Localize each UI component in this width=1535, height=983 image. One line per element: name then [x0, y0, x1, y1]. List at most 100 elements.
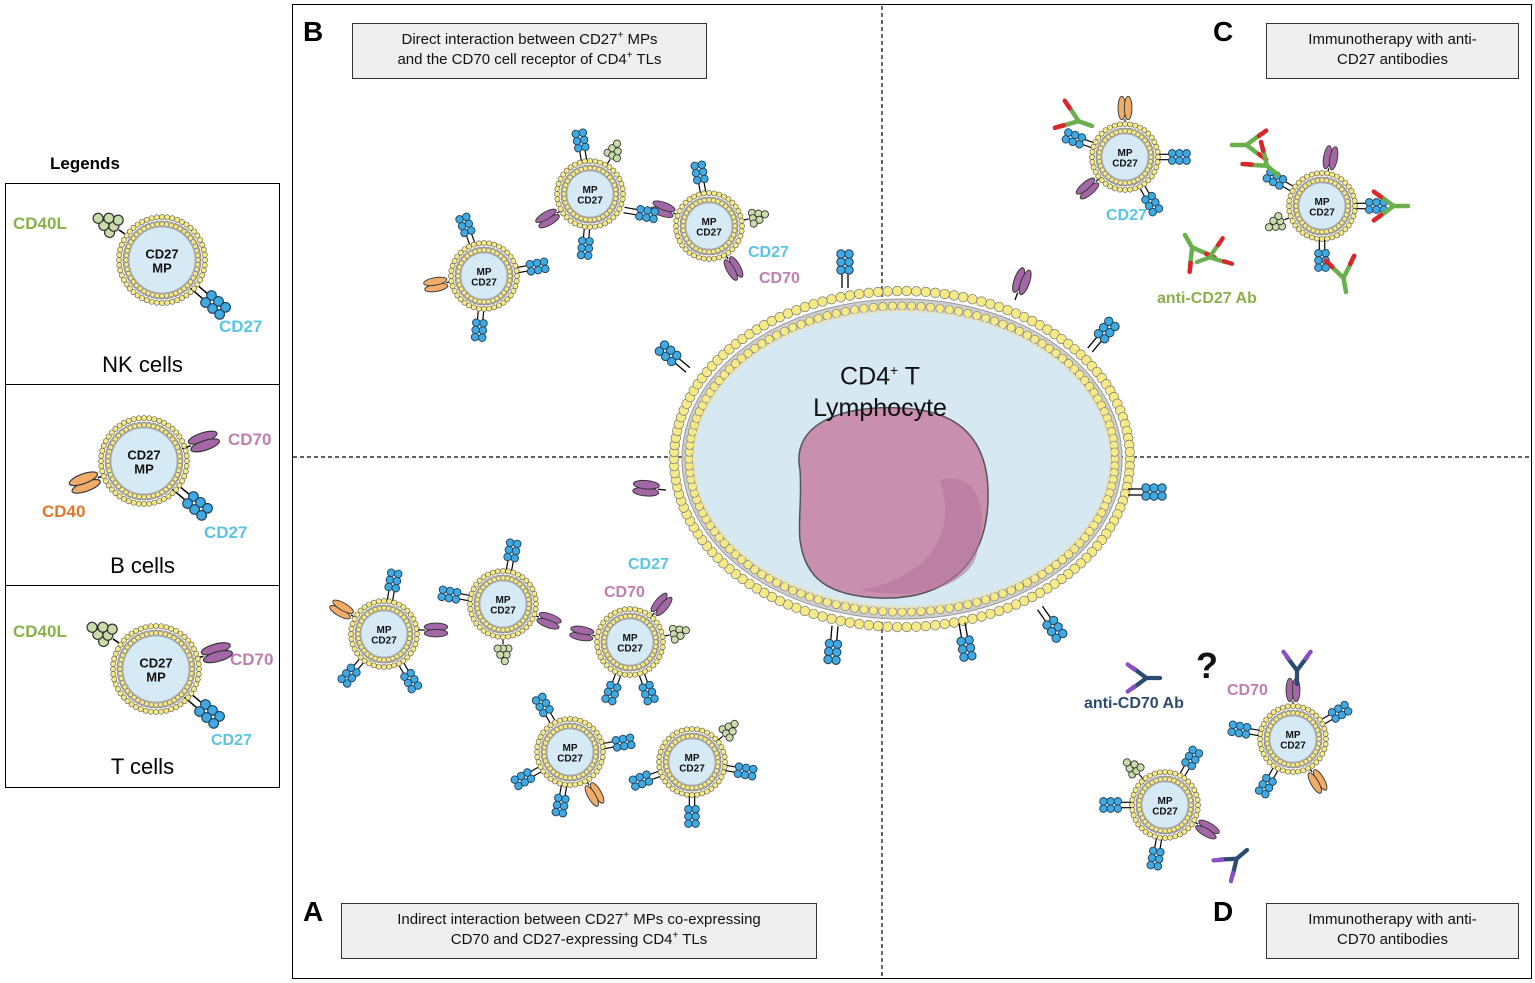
mp-label-line1: MP [685, 753, 700, 764]
mp-label-line1: MP [477, 267, 492, 278]
cd40l-receptor [739, 208, 769, 228]
panel-letter-b: B [303, 16, 324, 47]
cd40l-receptor [603, 139, 622, 168]
cd27-receptor [690, 160, 709, 197]
caption-b-l2-sup: + [626, 50, 633, 61]
mp-label-line1: MP [1315, 197, 1330, 208]
cd27-receptor [601, 670, 623, 706]
cd70-receptor [1075, 176, 1102, 200]
legend-title: Legends [50, 154, 120, 173]
caption-c-l2: CD27 antibodies [1337, 51, 1448, 68]
cd27-receptor [684, 793, 700, 828]
mp-label-line1: CD27 [139, 655, 172, 670]
cd27-receptor [1254, 764, 1281, 799]
mp-label-line2: CD27 [1152, 807, 1178, 818]
cd70-receptor [1012, 267, 1032, 301]
cd27-receptor [1037, 605, 1068, 643]
caption-panel-b: Direct interaction between CD27+ MPs and… [352, 23, 707, 79]
caption-a-l1-post: MPs co-expressing [629, 911, 761, 928]
cd70-receptor [649, 592, 673, 619]
anti-cd27-antibody [1240, 139, 1281, 178]
panel-d-question-mark: ? [1196, 645, 1218, 686]
cd27-receptor [551, 781, 570, 818]
cd40-receptor [1307, 765, 1328, 794]
cd70-receptor [1322, 145, 1339, 176]
panel-d-ab-label: anti-CD70 Ab [1084, 695, 1184, 712]
cd27-receptor [531, 692, 558, 727]
cd27-receptor [384, 568, 403, 605]
caption-a-l2-post: TLs [678, 931, 708, 948]
mp-label-line2: MP [146, 669, 166, 684]
caption-b-l1-sup: + [617, 30, 624, 41]
cd27-receptor [1156, 149, 1191, 165]
cd40l-receptor [660, 624, 690, 644]
legend-nk-cd27-label: CD27 [219, 317, 263, 336]
mp-label-line2: CD27 [371, 636, 397, 647]
anti-cd27-antibody [1194, 236, 1235, 266]
caption-b-l2-post: TLs [632, 51, 662, 68]
cd27-receptor [1177, 745, 1204, 780]
cd4-t-lymphocyte [668, 285, 1136, 633]
cd27-receptor [1137, 182, 1164, 217]
legend-b-cd40-label: CD40 [42, 502, 86, 521]
cd27-receptor [513, 257, 550, 276]
cd27-receptor [455, 212, 477, 248]
mp-label-line1: MP [496, 595, 511, 606]
legend-b-cell-name: B cells [110, 553, 175, 578]
mp-label-line2: CD27 [679, 764, 705, 775]
caption-a-l1-sup: + [623, 910, 630, 921]
anti-cd27-antibody [1371, 189, 1411, 223]
panel-a-cd27-label: CD27 [628, 556, 669, 573]
mp-label-line1: MP [623, 633, 638, 644]
panel-b-cd70-label: CD70 [759, 270, 800, 287]
main-figure-frame [292, 4, 1532, 979]
panel-letter-c: C [1213, 16, 1234, 47]
cd40l-receptor [715, 719, 739, 743]
cd40l-receptor [92, 212, 130, 239]
lymphocyte-label-sup: + [890, 362, 899, 378]
cd27-receptor [628, 769, 664, 791]
mp-label-line1: MP [1118, 148, 1133, 159]
anti-cd70-antibody [1211, 847, 1250, 884]
cd27-receptor [1099, 797, 1134, 813]
panel-b-cd27-label: CD27 [748, 244, 789, 261]
caption-a-l2-sup: + [672, 930, 679, 941]
anti-cd70-antibody [1125, 662, 1163, 694]
mp-label-line1: MP [1158, 796, 1173, 807]
mp-label-line2: MP [134, 461, 154, 476]
cd70-receptor [531, 611, 562, 630]
caption-b-l2-pre: and the CD70 cell receptor of CD4 [397, 51, 627, 68]
cd27-receptor [836, 249, 854, 288]
anti-cd27-antibody [1323, 253, 1357, 295]
caption-panel-a: Indirect interaction between CD27+ MPs c… [341, 903, 817, 959]
legend-b-cd70-label: CD70 [228, 430, 272, 449]
mp-label-line2: CD27 [1280, 741, 1306, 752]
cd70-receptor [1191, 819, 1220, 840]
caption-panel-c: Immunotherapy with anti- CD27 antibodies [1266, 23, 1519, 79]
legend-nk-cd40l-label: CD40L [13, 214, 67, 233]
cd40l-receptor [86, 621, 124, 648]
legend-t-cd27-label: CD27 [211, 732, 252, 749]
mp-label-line1: MP [377, 625, 392, 636]
caption-b-l1-post: MPs [623, 31, 658, 48]
cd27-receptor [1353, 198, 1388, 214]
lymphocyte-label: CD4+ T Lymphocyte [790, 354, 970, 424]
cd40l-receptor [493, 635, 513, 666]
panel-a-cd70-label: CD70 [604, 584, 645, 601]
cd27-receptor [823, 625, 843, 665]
mp-label-line2: CD27 [1309, 208, 1335, 219]
